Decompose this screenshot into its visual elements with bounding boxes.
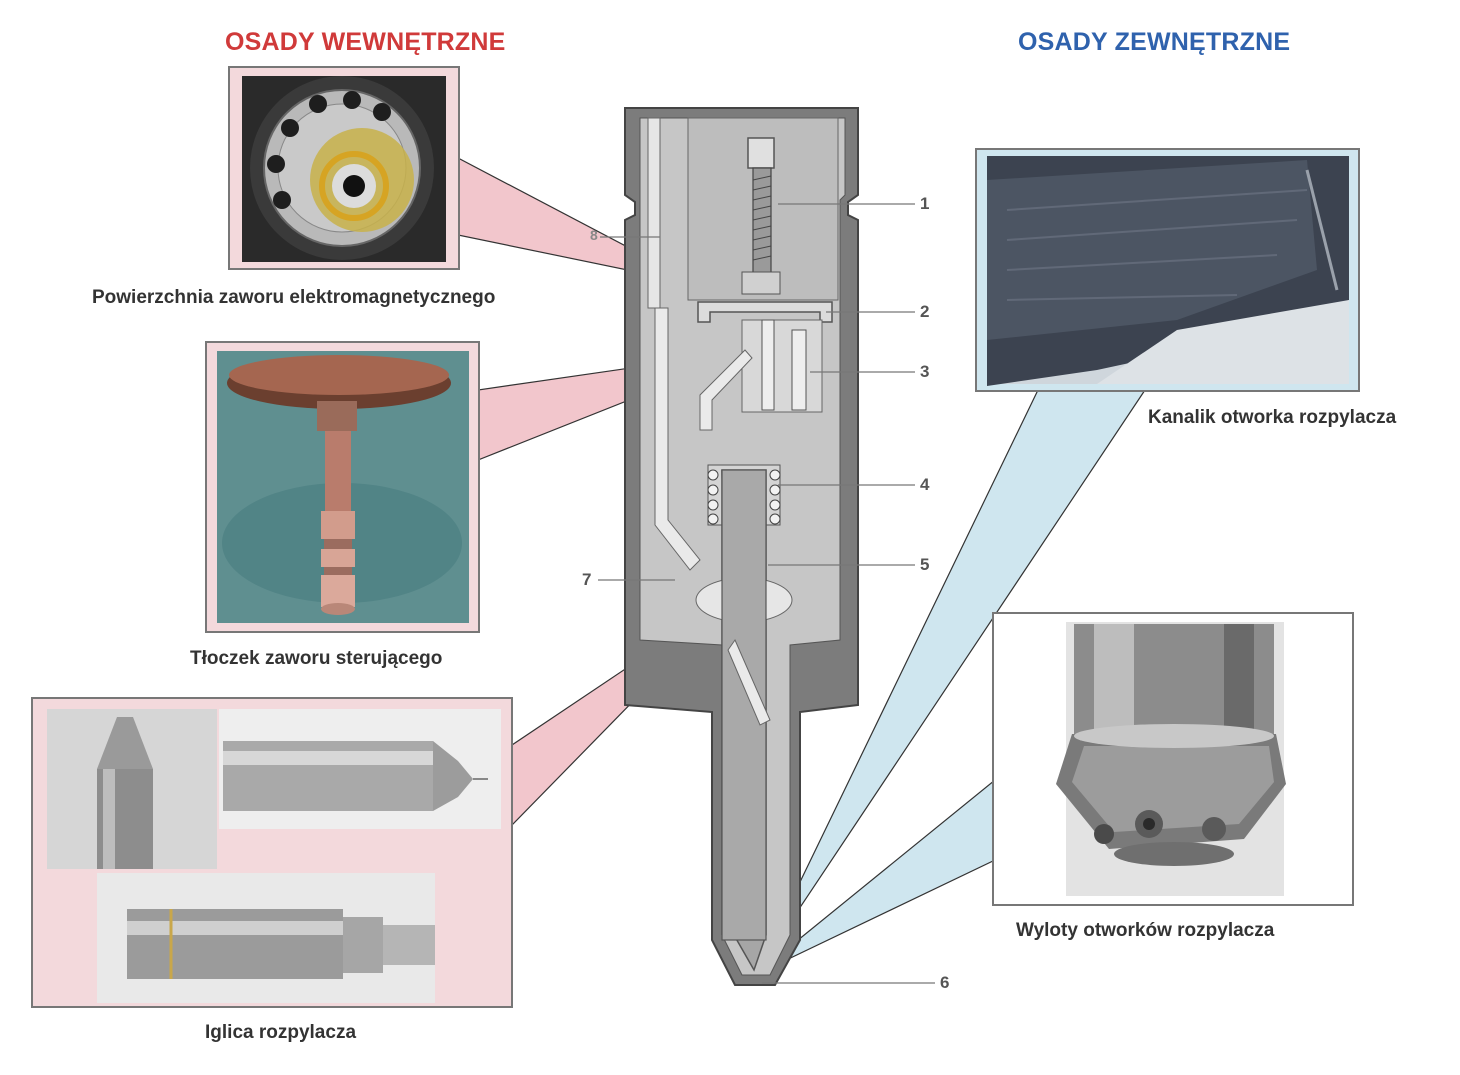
- caption-valve-surface: Powierzchnia zaworu elektromagnetycznego: [92, 287, 496, 308]
- nozzle-outlets-image: [1056, 622, 1286, 896]
- heading-external-deposits: OSADY ZEWNĘTRZNE: [1018, 28, 1291, 56]
- callout-number-2: 2: [920, 302, 930, 321]
- caption-nozzle-channel: Kanalik otworka rozpylacza: [1148, 407, 1397, 428]
- injector-cross-section: [598, 107, 935, 986]
- callout-number-4: 4: [920, 475, 930, 494]
- heading-internal-deposits: OSADY WEWNĘTRZNE: [225, 28, 506, 56]
- callout-number-8: 8: [590, 227, 598, 243]
- caption-nozzle-needle: Iglica rozpylacza: [205, 1022, 357, 1043]
- photo-nozzle-outlets: [992, 612, 1354, 906]
- valve-surface-image: [242, 76, 446, 262]
- callout-number-6: 6: [940, 973, 950, 992]
- caption-nozzle-outlets: Wyloty otworków rozpylacza: [1016, 920, 1275, 941]
- photo-nozzle-needle: [31, 697, 513, 1008]
- photo-nozzle-channel: [975, 148, 1360, 392]
- caption-control-piston: Tłoczek zaworu sterującego: [190, 648, 443, 669]
- photo-control-piston: [205, 341, 480, 633]
- control-piston-image: [217, 351, 469, 623]
- photo-valve-surface: [228, 66, 460, 270]
- callout-number-3: 3: [920, 362, 930, 381]
- callout-number-1: 1: [920, 194, 930, 213]
- callout-number-7: 7: [582, 570, 592, 589]
- nozzle-channel-image: [987, 156, 1349, 386]
- callout-number-5: 5: [920, 555, 930, 574]
- nozzle-needle-image: [47, 709, 501, 1003]
